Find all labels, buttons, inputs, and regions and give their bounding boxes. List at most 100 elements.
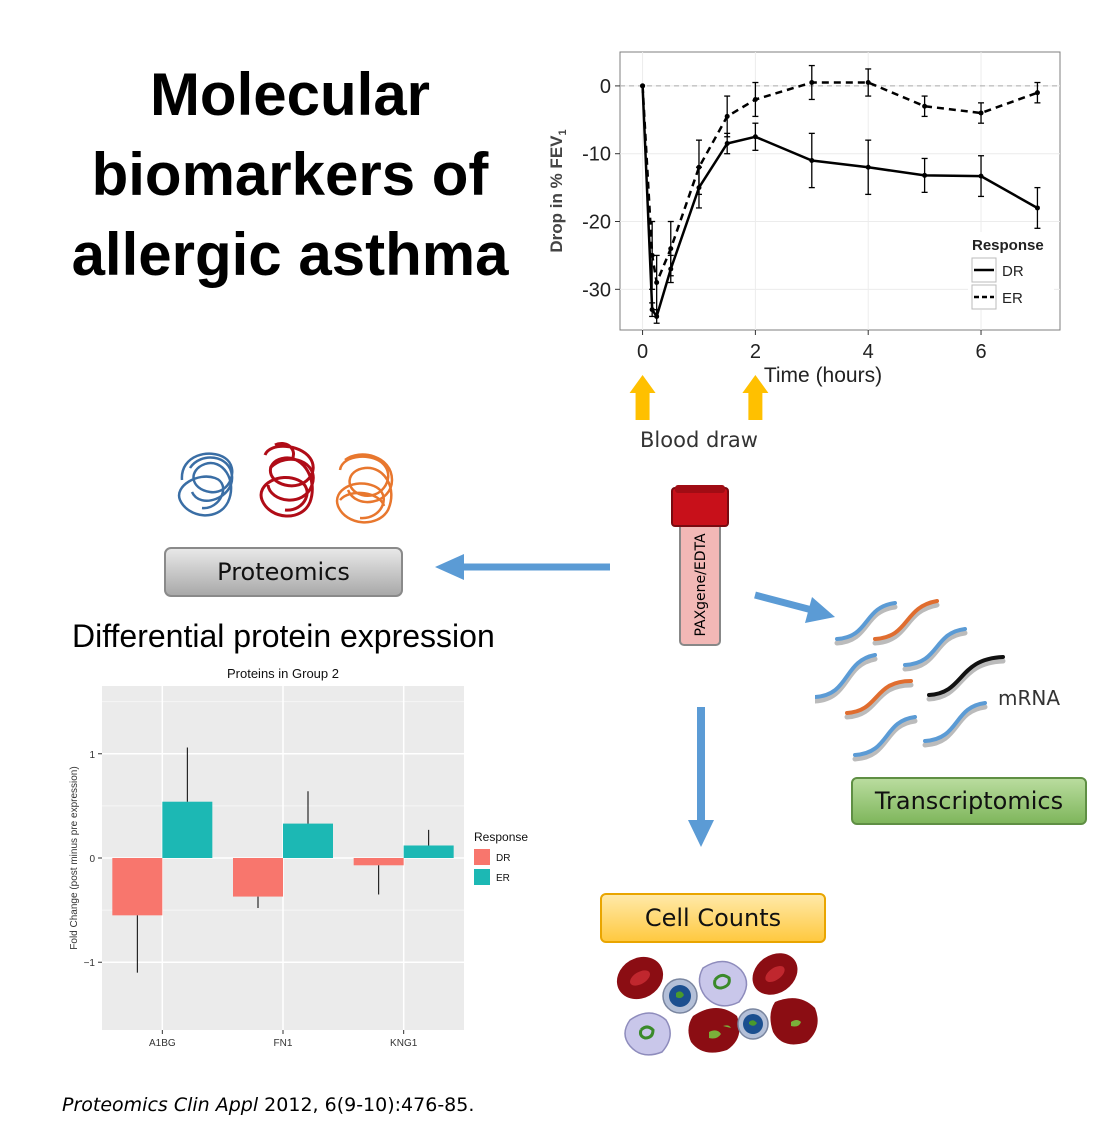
y-axis-label: Fold Change (post minus pre expression) [69, 766, 80, 949]
bar-er [162, 801, 213, 858]
bar-dr [353, 858, 404, 866]
y-tick-label: -20 [582, 212, 611, 234]
mrna-strand-icon [844, 679, 914, 720]
x-tick-label: KNG1 [390, 1038, 418, 1049]
y-tick-label: -10 [582, 144, 611, 166]
red-blood-cell-icon [616, 956, 664, 1000]
data-point [724, 141, 730, 147]
page-title: Molecular biomarkers of allergic asthma [30, 55, 550, 295]
data-point [809, 157, 815, 163]
x-tick-label: 4 [863, 341, 874, 363]
x-tick-label: FN1 [274, 1038, 293, 1049]
data-point [724, 113, 730, 119]
data-point [922, 103, 928, 109]
mrna-label: mRNA [998, 686, 1061, 710]
data-point [1034, 205, 1040, 211]
citation-journal: Proteomics Clin Appl [62, 1094, 259, 1116]
legend-label: ER [496, 873, 510, 884]
legend-key [474, 849, 490, 865]
legend-label: DR [1002, 263, 1024, 280]
legend-key [474, 869, 490, 885]
mrna-illustration [815, 599, 1006, 762]
red-blood-cell-icon [770, 998, 818, 1045]
white-blood-cell-icon [737, 1008, 769, 1040]
y-tick-label: −1 [84, 958, 96, 969]
data-point [752, 96, 758, 102]
mrna-strand-icon [852, 715, 918, 762]
legend-title: Response [972, 237, 1044, 254]
white-blood-cell-icon [662, 978, 698, 1014]
arrow-to-transcriptomics [754, 591, 835, 623]
x-tick-label: 0 [637, 341, 648, 363]
mrna-strand-icon [902, 627, 968, 672]
red-blood-cell-icon [752, 953, 798, 995]
y-tick-label: 0 [89, 854, 95, 865]
data-point [922, 172, 928, 178]
y-tick-label: 0 [600, 76, 611, 98]
x-tick-label: 6 [975, 341, 986, 363]
mrna-strand-icon [834, 601, 898, 646]
protein-tangle-icon [259, 442, 315, 518]
legend-title: Response [474, 830, 528, 844]
white-blood-cell-icon [624, 1012, 671, 1056]
proteomics-label: Proteomics [217, 558, 350, 586]
legend-label: ER [1002, 290, 1023, 307]
data-point [696, 164, 702, 170]
transcriptomics-label: Transcriptomics [874, 787, 1064, 815]
data-point [809, 80, 815, 86]
protein-tangle-icon [335, 453, 394, 524]
mrna-strand-icon [872, 599, 940, 646]
mrna-strand-icon [815, 653, 878, 704]
data-point [654, 313, 660, 319]
series-line-er [641, 81, 1038, 288]
proteomics-box: Proteomics [164, 547, 403, 597]
red-blood-cell-icon [688, 1008, 740, 1053]
arrow-to-cell-counts [688, 707, 714, 847]
mrna-strand-icon [926, 655, 1006, 702]
x-tick-label: 2 [750, 341, 761, 363]
citation-details: 2012, 6(9-10):476-85. [258, 1094, 475, 1116]
bar-er [403, 845, 454, 858]
arrow-to-proteomics [435, 554, 610, 580]
data-point [978, 173, 984, 179]
title-line: biomarkers of [91, 141, 489, 208]
data-point [978, 110, 984, 116]
legend-label: DR [496, 853, 510, 864]
data-point [668, 246, 674, 252]
blood-cells-illustration [616, 953, 818, 1056]
data-point [649, 252, 655, 258]
data-point [654, 280, 660, 286]
y-axis-label: Drop in % FEV1 [547, 129, 569, 252]
mrna-strand-icon [922, 701, 988, 748]
y-axis-label-main: Drop in % FEV [547, 135, 566, 253]
cell-counts-label: Cell Counts [644, 904, 782, 932]
blood-draw-label: Blood draw [640, 428, 758, 452]
white-blood-cell-icon [698, 960, 748, 1007]
y-tick-label: -30 [582, 279, 611, 301]
x-tick-label: A1BG [149, 1038, 176, 1049]
data-point [1034, 90, 1040, 96]
proteins-illustration [177, 442, 394, 524]
title-line: Molecular [149, 61, 431, 128]
y-axis-label-subscript: 1 [557, 129, 569, 135]
bar-er [283, 823, 333, 858]
data-point [865, 80, 871, 86]
title-line: allergic asthma [71, 221, 509, 288]
blood-tube-icon: PAXgene/EDTA [671, 485, 729, 646]
bar-dr [233, 858, 283, 897]
data-point [640, 83, 646, 89]
differential-protein-heading: Differential protein expression [72, 618, 495, 654]
bar-dr [112, 858, 163, 916]
transcriptomics-box: Transcriptomics [851, 777, 1087, 825]
citation: Proteomics Clin Appl 2012, 6(9-10):476-8… [62, 1094, 474, 1116]
x-axis-label: Time (hours) [764, 364, 882, 387]
arrow-up-icon [629, 375, 656, 420]
data-point [865, 164, 871, 170]
protein-tangle-icon [177, 452, 234, 517]
chart-title: Proteins in Group 2 [227, 666, 339, 681]
data-point [752, 134, 758, 140]
tube-label: PAXgene/EDTA [693, 533, 709, 637]
arrow-up-icon [742, 375, 769, 420]
